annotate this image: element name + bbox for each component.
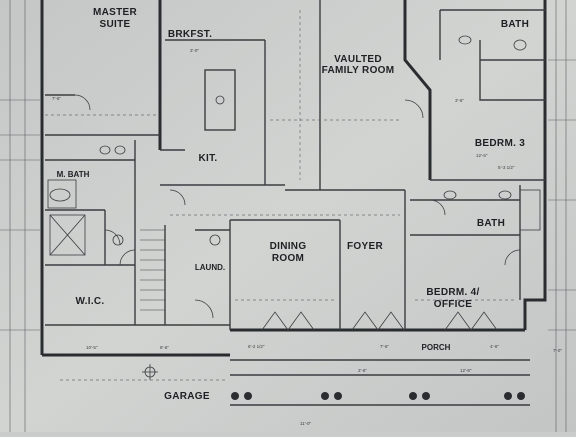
room-label-bath-top: BATH [501,19,529,30]
column-icon [334,392,342,400]
column-icon [422,392,430,400]
room-label-vaulted: VAULTED [334,54,382,65]
room-label-porch: PORCH [422,343,451,352]
room-label-garage: GARAGE [164,391,210,402]
column-icon [231,392,239,400]
shower-icon [49,214,86,256]
room-label-brkfst: BRKFST. [168,29,212,40]
ceiling-lines [45,10,515,381]
bathtub-icon [49,188,71,202]
dimension-label: 10'-5" [86,345,98,350]
stairs [140,229,165,311]
sink-icon [498,190,512,200]
room-label-bedrm4: BEDRM. 4/ [426,287,479,298]
room-label-foyer: FOYER [347,241,383,252]
room-label-wic: W.I.C. [75,296,104,307]
dimension-label: 6'-2 1/2" [248,344,265,349]
dimension-label: 4'-6" [490,344,499,349]
column-icon [244,392,252,400]
room-label-dining: DINING [270,241,307,252]
column-icon [504,392,512,400]
interior-walls [45,0,545,406]
dimension-label: 12'-6" [476,153,488,158]
dimension-label: 12'-8" [460,368,472,373]
column-icon [517,392,525,400]
dimension-label: 5'-3 1/2" [498,165,515,170]
toilet-icon [513,39,527,51]
room-label-m-bath: M. BATH [57,170,90,179]
porch-columns [231,392,525,400]
dimension-label: 11'-0" [300,421,312,426]
sink-icon [114,145,126,155]
column-icon [409,392,417,400]
dimension-label: 7'-0" [553,348,562,353]
room-label-office: OFFICE [434,299,472,310]
dimension-label: 7'-6" [52,96,61,101]
room-label-family-room: FAMILY ROOM [322,65,395,76]
dimension-label: 7'-6" [380,344,389,349]
sink-icon [458,35,472,45]
dimension-label: 8'-6" [160,345,169,350]
sink-icon [99,145,111,155]
room-label-bedrm3: BEDRM. 3 [475,138,525,149]
room-label-kit: KIT. [199,153,218,164]
dimension-label: 3'-0" [190,48,199,53]
sink-icon [443,190,457,200]
dimension-label: 3'-6" [455,98,464,103]
room-label-bath-mid: BATH [477,218,505,229]
exterior-walls [40,0,547,357]
dimension-label: 2'-6" [358,368,367,373]
room-label-suite: SUITE [100,19,131,30]
column-icon [321,392,329,400]
room-label-master: MASTER [93,7,137,18]
fixtures [47,35,541,380]
dimension-labels: 10'-5" 3'-0" 3'-6" 5'-3 1/2" 12'-6" 6'-2… [52,48,562,426]
room-labels: MASTER SUITE BRKFST. VAULTED FAMILY ROOM… [57,7,529,402]
bathtub-icon [519,189,541,231]
door-swings [74,94,521,331]
room-label-dining-room: ROOM [272,253,304,264]
room-label-laund: LAUND. [195,263,225,272]
